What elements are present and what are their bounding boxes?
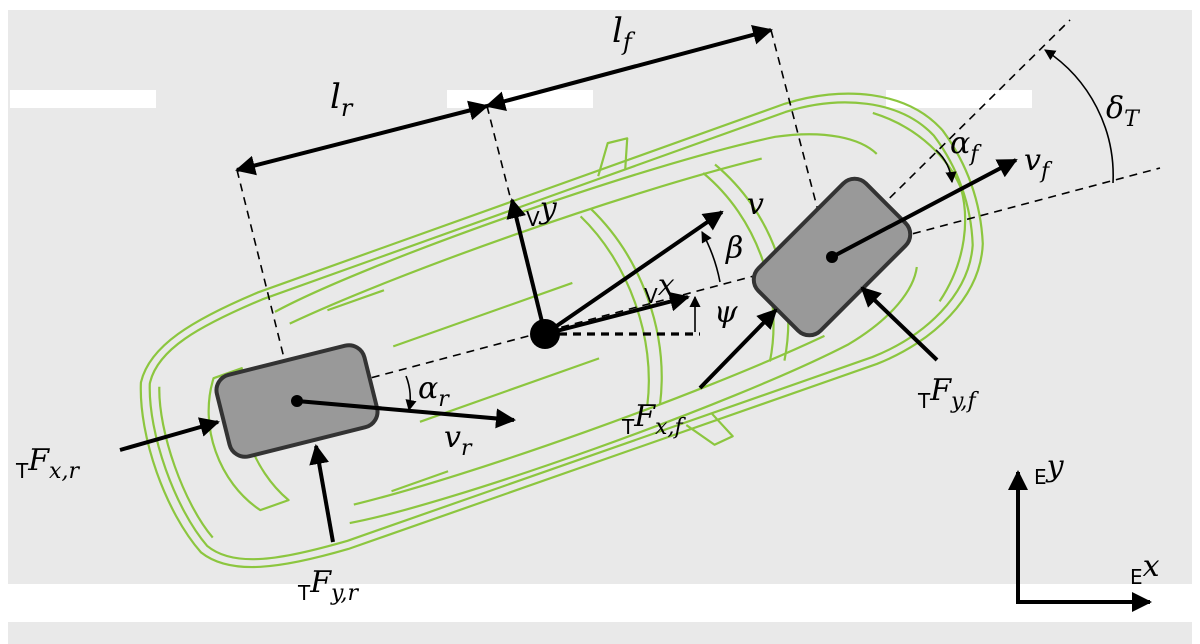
alpha-f-arc [935, 149, 957, 184]
label-ex: Ex [1130, 549, 1160, 589]
label-vx: Vx [644, 268, 675, 308]
fxr-force [119, 417, 220, 452]
lane-marking [10, 90, 156, 108]
rear-wheel-center [291, 395, 303, 407]
vf-vector [831, 158, 1018, 259]
label-vr: vr [444, 420, 473, 461]
alpha-r-arc [405, 375, 417, 412]
label-alpha-r: αr [418, 371, 450, 412]
lf-dimension-arrow [485, 24, 773, 112]
vr-vector [296, 399, 516, 429]
label-lr: lr [330, 77, 354, 122]
label-delta: δT [1106, 91, 1141, 132]
center-of-gravity [530, 319, 560, 349]
label-ey: Ey [1034, 449, 1065, 489]
label-psi: ψ [714, 295, 738, 330]
label-vy: Vy [526, 191, 558, 231]
fyr-force [309, 444, 335, 543]
label-beta: β [725, 231, 743, 266]
rear-axle-ref-line [236, 169, 295, 399]
front-axle-ref-line [770, 29, 831, 258]
fxf-force [698, 308, 778, 390]
beta-arc [701, 231, 721, 283]
label-v: v [747, 187, 764, 222]
vectors [119, 158, 1152, 612]
label-fxf: TFx,f [621, 399, 686, 440]
front-wheel-center [826, 251, 838, 263]
vehicle-axis-line [249, 167, 1161, 411]
fyf-force [860, 286, 939, 362]
v-vector [543, 210, 724, 336]
lr-dimension-arrow [235, 100, 489, 176]
vy-vector [506, 198, 547, 335]
label-fyf: TFy,f [917, 373, 980, 414]
label-fxr: TFx,r [15, 443, 80, 484]
label-fyr: TFy,r [297, 565, 360, 606]
vx-vector [544, 291, 690, 336]
road-edge-strip [8, 622, 1192, 644]
delta-arc [1044, 49, 1114, 184]
